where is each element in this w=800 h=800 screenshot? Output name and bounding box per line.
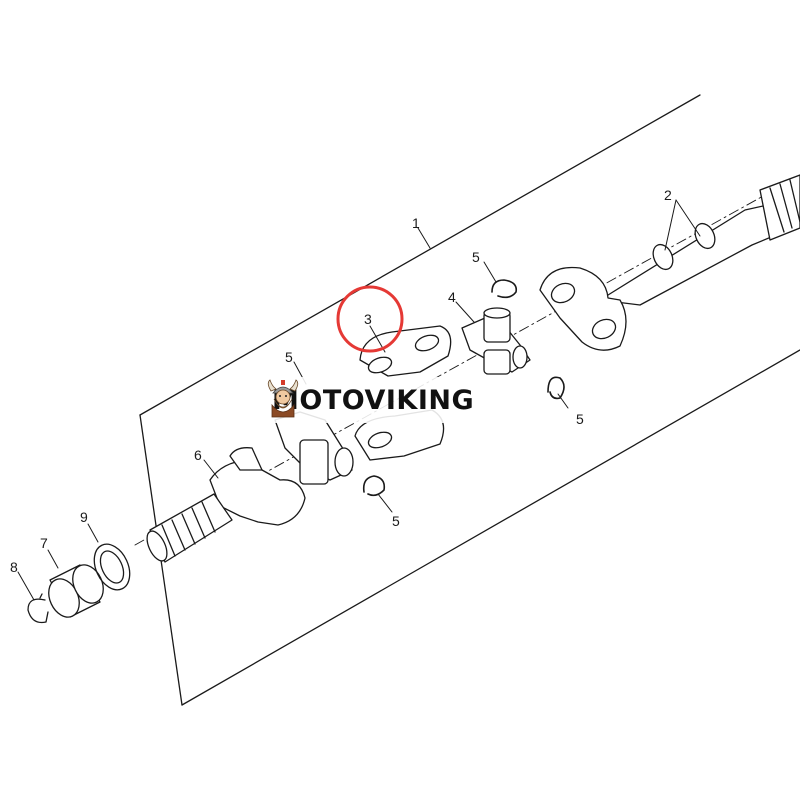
callout-6: 6 — [194, 447, 202, 463]
callout-4: 4 — [448, 289, 456, 305]
callout-8: 8 — [10, 559, 18, 575]
highlight-circle — [336, 285, 404, 353]
part-cross-lower — [274, 411, 354, 485]
callout-5-top: 5 — [472, 249, 480, 265]
callout-5-right: 5 — [576, 411, 584, 427]
watermark-banner: MOTOVIKING — [262, 377, 534, 423]
part-8-snap-ring — [27, 593, 49, 624]
callout-7: 7 — [40, 535, 48, 551]
callout-1: 1 — [412, 215, 420, 231]
part-6-yoke — [146, 447, 306, 563]
part-9-seal — [93, 543, 131, 591]
viking-mascot-icon — [267, 379, 299, 418]
part-5-snap-rings — [362, 279, 565, 497]
callout-3: 3 — [364, 311, 372, 327]
watermark-text: MOTOVIKING — [272, 384, 475, 416]
callout-2: 2 — [664, 187, 672, 203]
callout-9: 9 — [80, 509, 88, 525]
part-2-shaft — [539, 174, 800, 351]
callout-labels: 1 2 3 4 5 5 5 5 6 7 8 9 — [10, 187, 672, 575]
callout-5-left: 5 — [285, 349, 293, 365]
part-7-bushing — [48, 564, 104, 618]
part-4-cross — [461, 307, 531, 375]
callout-5-bottom: 5 — [392, 513, 400, 529]
